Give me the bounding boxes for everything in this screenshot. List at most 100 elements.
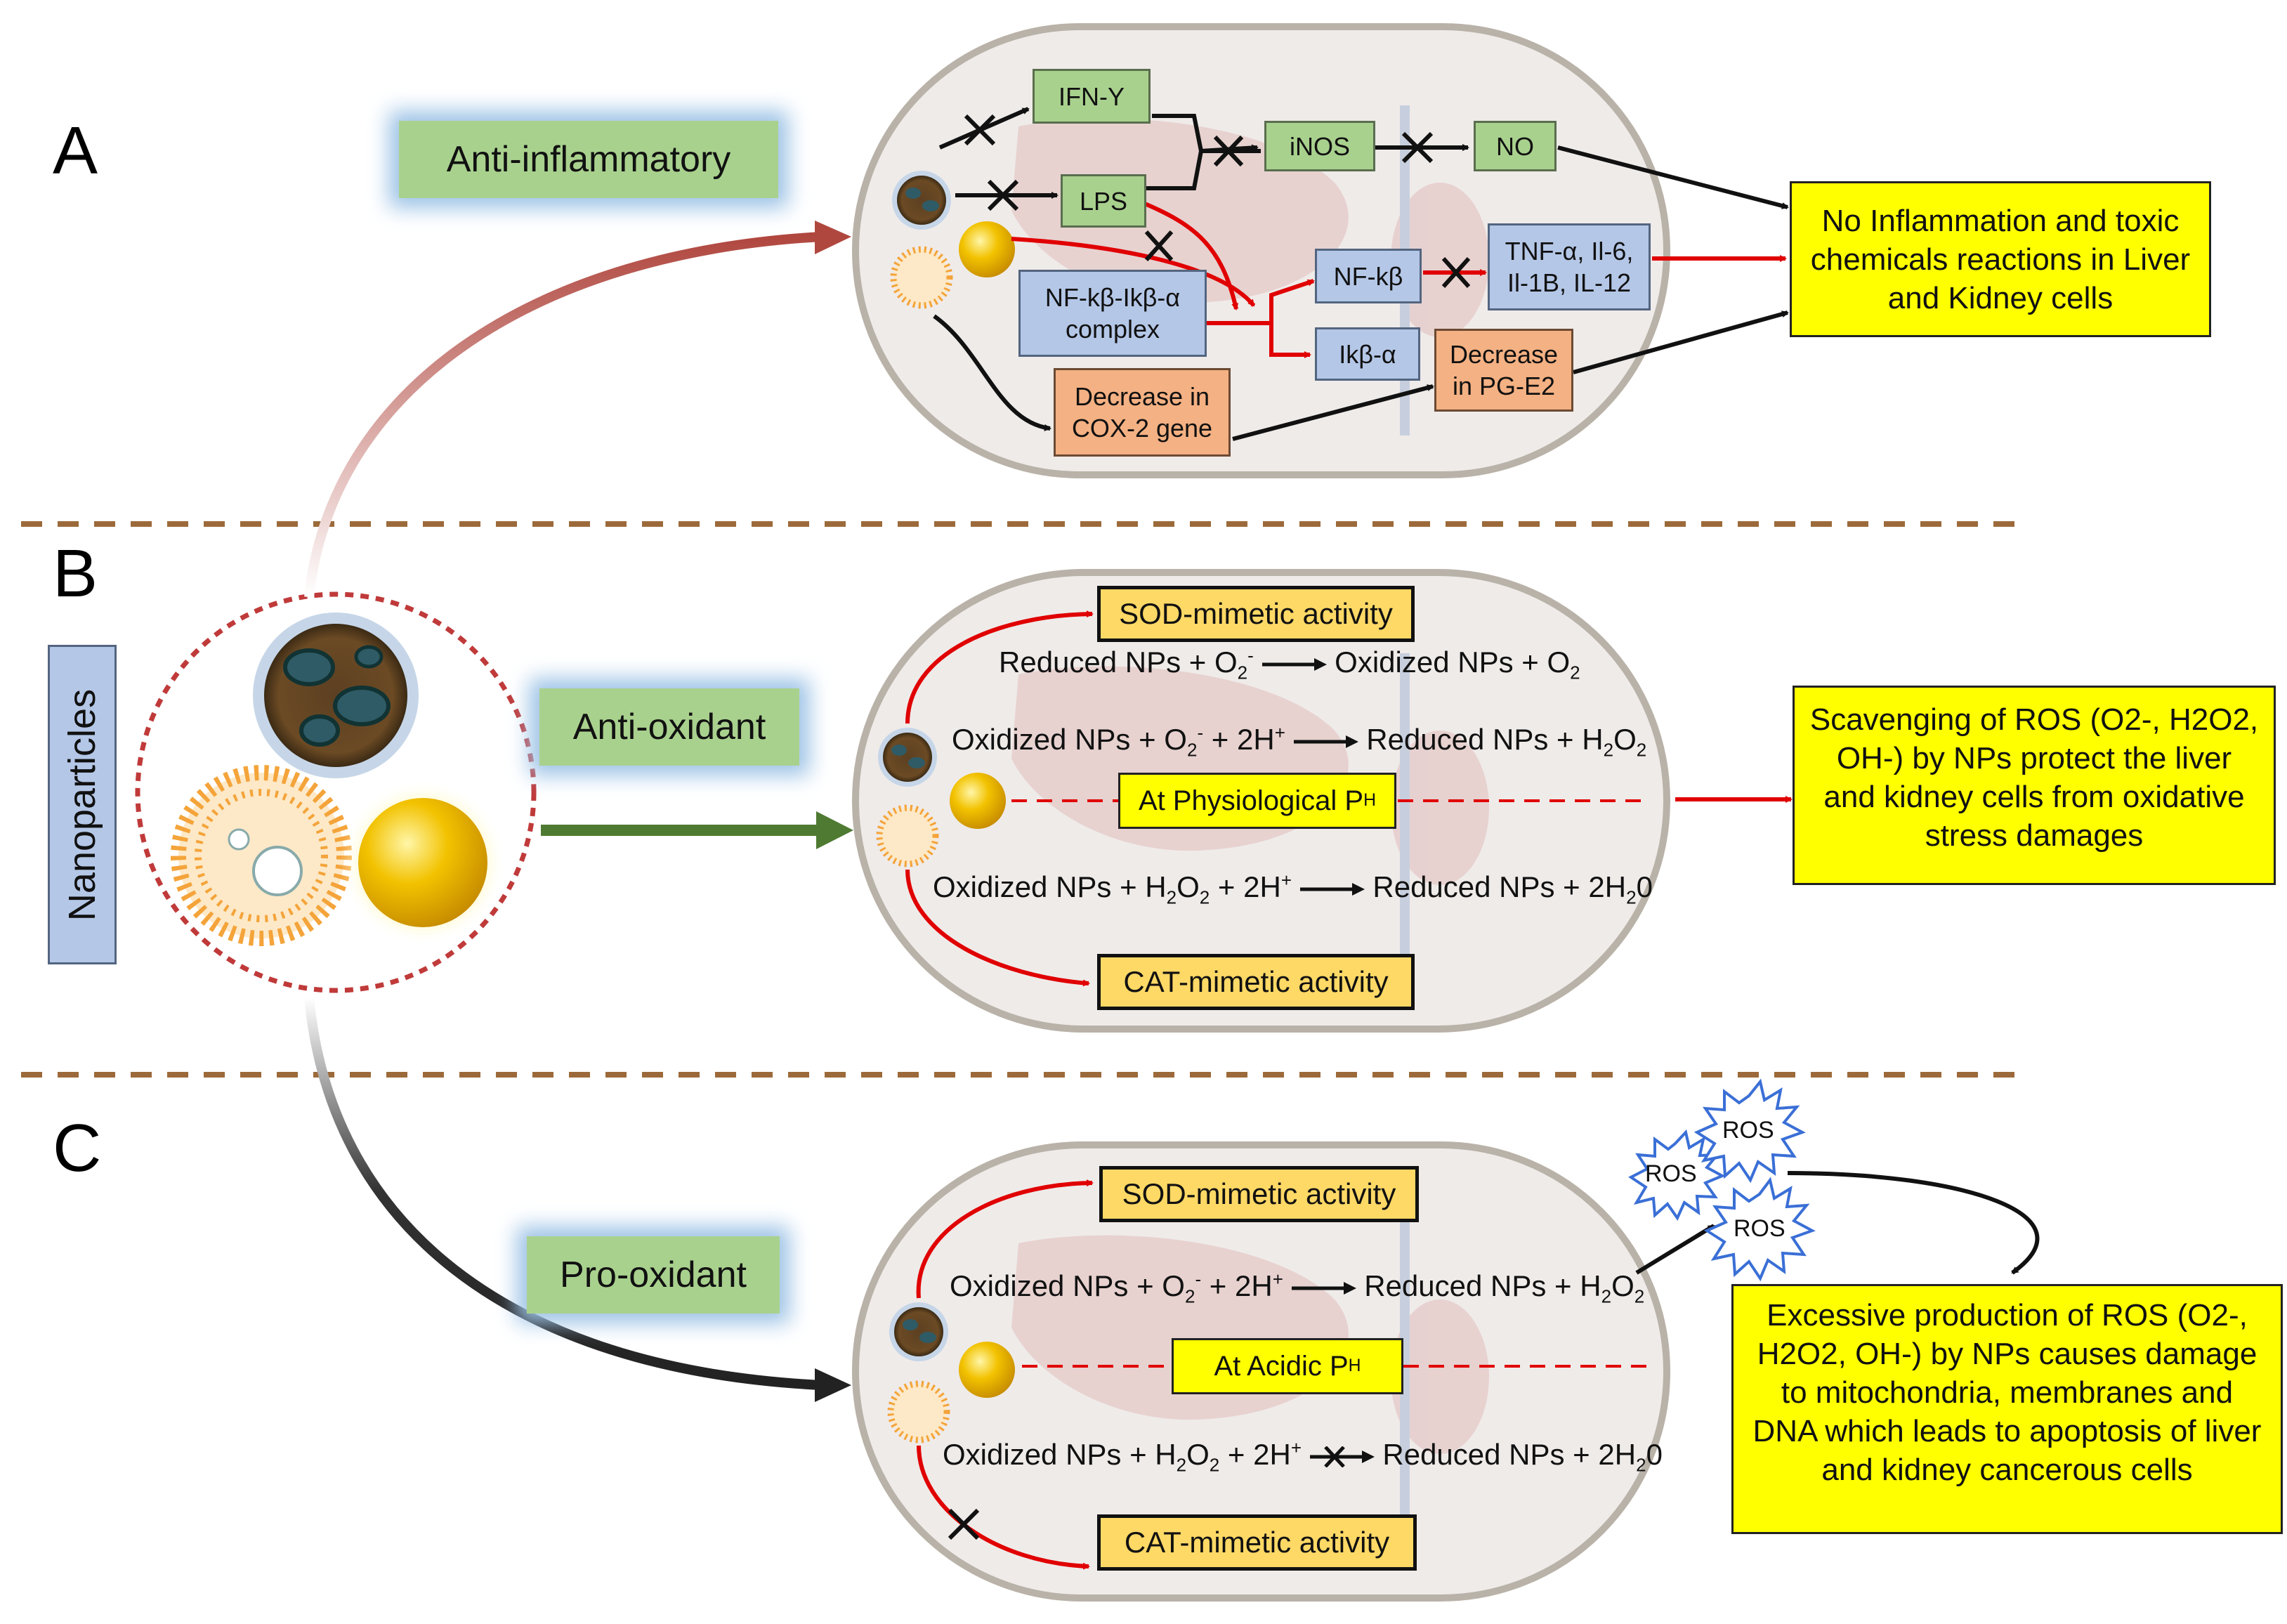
anti-inflammatory-label: Anti-inflammatory xyxy=(399,121,778,198)
eq-b1-left: Reduced NPs + O xyxy=(999,646,1238,679)
blocked-reaction-arrow-icon xyxy=(1309,1446,1375,1467)
panel-a-arrows xyxy=(933,107,1789,441)
physiological-ph-text: At Physiological P xyxy=(1138,785,1364,816)
arrow-to-pro-oxidant xyxy=(304,997,823,1390)
eq-b3-left-sub: 2 xyxy=(1166,886,1177,908)
eq-c2-left-tail-sup: + xyxy=(1290,1437,1302,1458)
eq-c1-right-tail-sub: 2 xyxy=(1634,1285,1645,1307)
eq-b1-left-sub: 2 xyxy=(1237,662,1248,683)
reaction-arrow-icon xyxy=(1291,1281,1356,1295)
eq-c2-right-sub: 2 xyxy=(1636,1454,1646,1476)
eq-b3-left-tail: + 2H xyxy=(1210,870,1281,903)
eq-b1-left-sup: - xyxy=(1247,645,1254,666)
eq-c1-right-sub: 2 xyxy=(1601,1285,1612,1307)
ros-label-1: ROS xyxy=(1645,1160,1697,1187)
eq-c1-left-sup: - xyxy=(1195,1269,1202,1290)
np-icons-cell-c xyxy=(887,1302,1015,1443)
equation-b1: Reduced NPs + O2- Oxidized NPs + O2 xyxy=(999,645,1580,683)
eq-c2-left-sub: 2 xyxy=(1176,1454,1187,1476)
ros-label-2: ROS xyxy=(1722,1117,1774,1144)
panel-letter-b: B xyxy=(53,536,98,611)
eq-b2-left-sub: 2 xyxy=(1186,739,1198,761)
eq-b3-right: Reduced NPs + 2H xyxy=(1372,870,1627,903)
eq-c2-left-mid-sub: 2 xyxy=(1209,1454,1220,1476)
excessive-ros-outcome-text: Excessive production of ROS (O2-, H2O2, … xyxy=(1752,1298,2262,1487)
np-icons-cell-b xyxy=(876,728,1006,867)
core-shell-nanoparticle-icon xyxy=(253,613,419,778)
inhibition-cross-icons-a xyxy=(964,114,1471,289)
equation-b2: Oxidized NPs + O2- + 2H+ Reduced NPs + H… xyxy=(952,722,1646,761)
ifn-gamma-box: IFN-Υ xyxy=(1033,69,1151,124)
eq-b2-right: Reduced NPs + H xyxy=(1366,723,1604,756)
eq-b1-right: Oxidized NPs + O xyxy=(1335,646,1571,679)
eq-b1-right-sub: 2 xyxy=(1570,662,1580,683)
eq-b2-left-sup: - xyxy=(1197,722,1204,743)
pge2-decrease-box: Decrease in PG-E2 xyxy=(1434,329,1573,412)
panel-b-arrows xyxy=(905,610,1793,987)
np-icons-cell-a xyxy=(890,171,1015,309)
equation-b3: Oxidized NPs + H2O2 + 2H+ Reduced NPs + … xyxy=(933,870,1653,908)
panel-c-arrows xyxy=(916,1171,2040,1570)
eq-b3-left-mid-sub: 2 xyxy=(1199,886,1210,908)
eq-c2-left-mid: O xyxy=(1186,1438,1210,1471)
ros-scavenging-outcome-text: Scavenging of ROS (O2-, H2O2, OH-) by NP… xyxy=(1809,702,2259,853)
cytokines-box: TNF-α, Il-6, Il-1B, IL-12 xyxy=(1488,223,1651,310)
reaction-arrow-icon xyxy=(1262,657,1327,671)
eq-b3-right-tail: 0 xyxy=(1636,870,1653,903)
ros-burst-icons xyxy=(1628,1078,1816,1282)
arrow-to-anti-inflammatory xyxy=(304,232,823,598)
lps-box: LPS xyxy=(1061,174,1146,228)
inhibition-cross-icons-c xyxy=(948,1508,980,1540)
eq-b3-left: Oxidized NPs + H xyxy=(933,870,1167,903)
sod-mimetic-box-c: SOD-mimetic activity xyxy=(1099,1166,1419,1222)
eq-b2-left-tail: + 2H xyxy=(1203,723,1275,756)
eq-c2-right: Reduced NPs + 2H xyxy=(1382,1438,1637,1471)
eq-b2-right-tail: O xyxy=(1613,723,1637,756)
arrow-head-pro-oxidant xyxy=(815,1368,851,1402)
anti-oxidant-label: Anti-oxidant xyxy=(539,688,799,766)
liposome-nanoparticle-icon xyxy=(171,765,352,946)
eq-b3-right-sub: 2 xyxy=(1626,886,1637,908)
acidic-ph-superscript: H xyxy=(1348,1356,1361,1375)
eq-b3-left-mid: O xyxy=(1177,870,1200,903)
eq-b2-left-tail-sup: + xyxy=(1274,722,1285,743)
ros-label-3: ROS xyxy=(1734,1215,1785,1242)
physiological-ph-superscript: H xyxy=(1363,790,1377,810)
cat-mimetic-box-b: CAT-mimetic activity xyxy=(1097,954,1415,1010)
panel-letter-c: C xyxy=(53,1111,102,1186)
no-box: NO xyxy=(1474,121,1557,171)
arrow-head-anti-inflammatory xyxy=(815,221,851,254)
ros-scavenging-outcome-box: Scavenging of ROS (O2-, H2O2, OH-) by NP… xyxy=(1793,686,2276,885)
inos-box: iNOS xyxy=(1264,121,1375,171)
eq-c1-left-sub: 2 xyxy=(1184,1285,1195,1307)
eq-b2-right-sub: 2 xyxy=(1603,739,1614,761)
panel-letter-a: A xyxy=(53,113,98,188)
eq-b3-left-tail-sup: + xyxy=(1280,870,1292,891)
sod-mimetic-box-b: SOD-mimetic activity xyxy=(1097,586,1415,642)
cat-mimetic-box-c: CAT-mimetic activity xyxy=(1097,1514,1417,1571)
reaction-arrow-icon xyxy=(1293,735,1358,748)
nfkb-ikb-complex-box: NF-kβ-Ikβ-α complex xyxy=(1018,270,1207,357)
equation-c2: Oxidized NPs + H2O2 + 2H+ Reduced NPs + … xyxy=(943,1437,1663,1476)
eq-b2-left: Oxidized NPs + O xyxy=(952,723,1187,756)
eq-c1-right-tail: O xyxy=(1611,1269,1634,1302)
pro-oxidant-label: Pro-oxidant xyxy=(527,1236,780,1314)
nanoparticles-side-label: Nanoparticles xyxy=(48,645,117,964)
eq-c1-left-tail: + 2H xyxy=(1201,1269,1273,1302)
reaction-arrow-icon xyxy=(1299,882,1365,896)
eq-c2-left: Oxidized NPs + H xyxy=(943,1438,1177,1471)
no-inflammation-outcome-box: No Inflammation and toxic chemicals reac… xyxy=(1790,181,2211,337)
eq-c1-left: Oxidized NPs + O xyxy=(950,1269,1185,1302)
eq-c2-right-tail: 0 xyxy=(1646,1438,1663,1471)
equation-c1: Oxidized NPs + O2- + 2H+ Reduced NPs + H… xyxy=(950,1269,1644,1307)
nanoparticles-label-text: Nanoparticles xyxy=(61,688,103,921)
eq-c1-right: Reduced NPs + H xyxy=(1364,1269,1601,1302)
eq-c2-left-tail: + 2H xyxy=(1219,1438,1291,1471)
cox2-decrease-box: Decrease in COX-2 gene xyxy=(1054,368,1231,457)
acidic-ph-text: At Acidic P xyxy=(1214,1351,1349,1382)
nfkb-box: NF-kβ xyxy=(1315,249,1422,303)
gold-nanoparticle-icon xyxy=(340,780,506,945)
